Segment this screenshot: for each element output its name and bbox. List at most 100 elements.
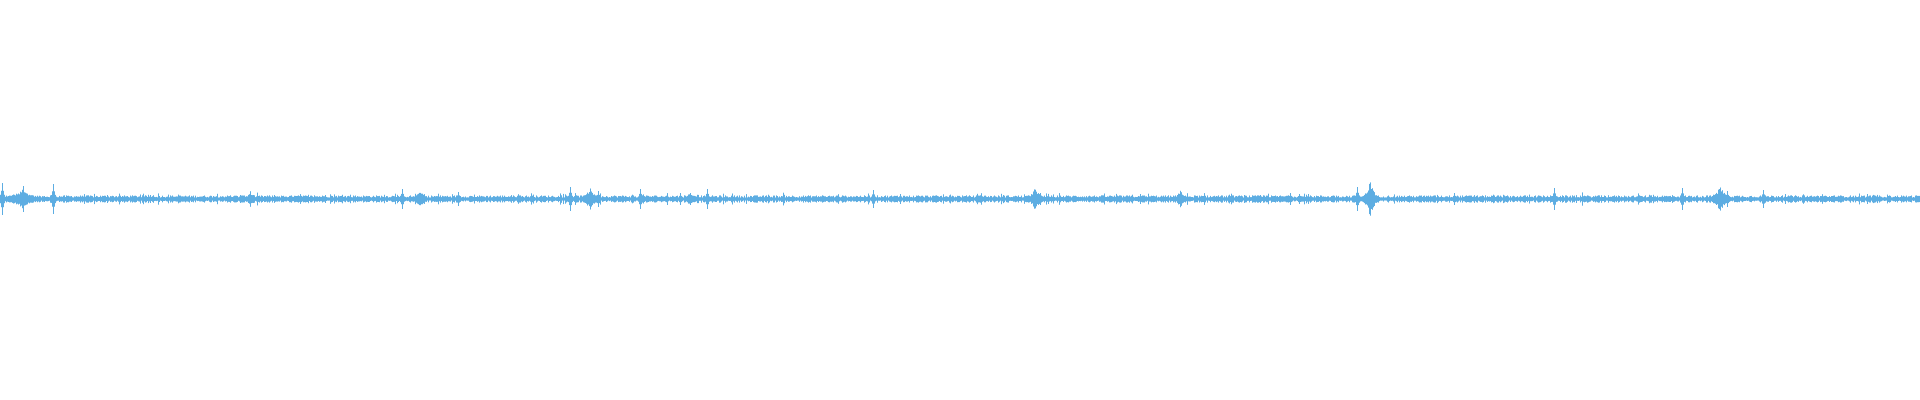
waveform-bar (1563, 196, 1564, 202)
waveform-bar (1320, 195, 1321, 203)
waveform-bar (1565, 195, 1566, 203)
waveform-bar (329, 197, 330, 201)
waveform-bar (676, 196, 677, 202)
waveform-bar (531, 193, 532, 205)
waveform-bar (501, 197, 502, 201)
waveform-bar (418, 193, 419, 205)
waveform-bar (593, 194, 594, 204)
waveform-bar (1659, 196, 1660, 202)
waveform-bar (225, 196, 226, 202)
waveform-bar (385, 197, 386, 201)
waveform-bar (110, 196, 111, 202)
waveform-bar (1061, 196, 1062, 202)
waveform-bar (1705, 197, 1706, 201)
waveform-bar (1257, 195, 1258, 203)
waveform-bar (710, 196, 711, 202)
waveform-bar (1377, 195, 1378, 203)
waveform-bar (654, 195, 655, 203)
waveform-bar (1317, 196, 1318, 202)
waveform-bar (510, 196, 511, 202)
waveform-bar (525, 196, 526, 202)
waveform-bar (638, 196, 639, 202)
waveform-bar (1875, 195, 1876, 203)
waveform-bar (212, 197, 213, 201)
waveform-bar (363, 195, 364, 203)
waveform-bar (202, 196, 203, 202)
waveform-bar (198, 197, 199, 201)
waveform-bar (597, 194, 598, 204)
waveform-bar (407, 196, 408, 202)
waveform-bar (1409, 195, 1410, 203)
waveform-bar (506, 196, 507, 202)
waveform-bar (162, 195, 163, 203)
waveform-bar (573, 197, 574, 201)
waveform-bar (909, 195, 910, 203)
waveform-bar (1672, 195, 1673, 203)
waveform-bar (210, 195, 211, 203)
waveform-bar (433, 196, 434, 202)
waveform-bar (1744, 197, 1745, 201)
waveform-bar (255, 197, 256, 201)
waveform-bar (1298, 196, 1299, 203)
waveform-bar (1597, 195, 1598, 203)
waveform-bar (610, 197, 611, 201)
waveform-bar (222, 196, 223, 202)
waveform-bar (976, 195, 977, 203)
waveform-bar (564, 197, 565, 201)
waveform-bar (1833, 195, 1834, 203)
waveform-bar (503, 196, 504, 202)
waveform-bar (499, 196, 500, 202)
waveform-bar (1878, 196, 1879, 202)
waveform-bar (1436, 197, 1437, 201)
waveform-bar (138, 196, 139, 202)
waveform-bar (1769, 197, 1770, 201)
waveform-bar (1867, 194, 1868, 204)
waveform-bar (1553, 193, 1554, 205)
waveform-bar (1851, 197, 1852, 201)
waveform-bar (490, 195, 491, 203)
waveform-bar (1575, 197, 1576, 201)
waveform-bar (609, 197, 610, 202)
waveform-bar (47, 196, 48, 202)
waveform-bar (173, 196, 174, 202)
waveform-bar (151, 196, 152, 201)
waveform-bar (1845, 197, 1846, 201)
waveform-bar (1304, 193, 1305, 205)
waveform-bar (1796, 195, 1797, 203)
waveform-bar (303, 195, 304, 203)
waveform-bar (969, 195, 970, 203)
waveform-bar (613, 196, 614, 202)
waveform-bar (731, 195, 732, 203)
waveform-bar (72, 197, 73, 201)
waveform-bar (970, 196, 971, 202)
waveform-bar (1329, 197, 1330, 201)
waveform-bar (315, 196, 316, 202)
waveform-bar (1546, 196, 1547, 202)
waveform-bar (450, 196, 451, 202)
waveform-bar (1584, 195, 1585, 203)
waveform-bar (1120, 195, 1121, 203)
waveform-bar (1012, 197, 1013, 201)
waveform-bar (1505, 196, 1506, 202)
waveform-bar (462, 197, 463, 202)
waveform-bar (1890, 195, 1891, 203)
waveform-bar (1732, 196, 1733, 202)
waveform-bar (1811, 195, 1812, 203)
waveform-bar (1762, 194, 1763, 204)
waveform-bar (1682, 188, 1683, 210)
waveform-bar (1612, 196, 1613, 202)
waveform-bar (1000, 197, 1001, 201)
waveform-bar (979, 195, 980, 203)
waveform-bar (423, 194, 424, 204)
waveform-bar (906, 196, 907, 202)
waveform-bar (1619, 196, 1620, 202)
waveform-bar (364, 196, 365, 202)
waveform-bar (411, 196, 412, 202)
waveform-bar (896, 195, 897, 202)
waveform-bar (335, 196, 336, 202)
waveform-bar (1559, 197, 1560, 201)
waveform-bar (763, 195, 764, 203)
waveform-bar (1110, 195, 1111, 203)
waveform-bar (274, 195, 275, 203)
waveform-bar (1646, 197, 1647, 201)
